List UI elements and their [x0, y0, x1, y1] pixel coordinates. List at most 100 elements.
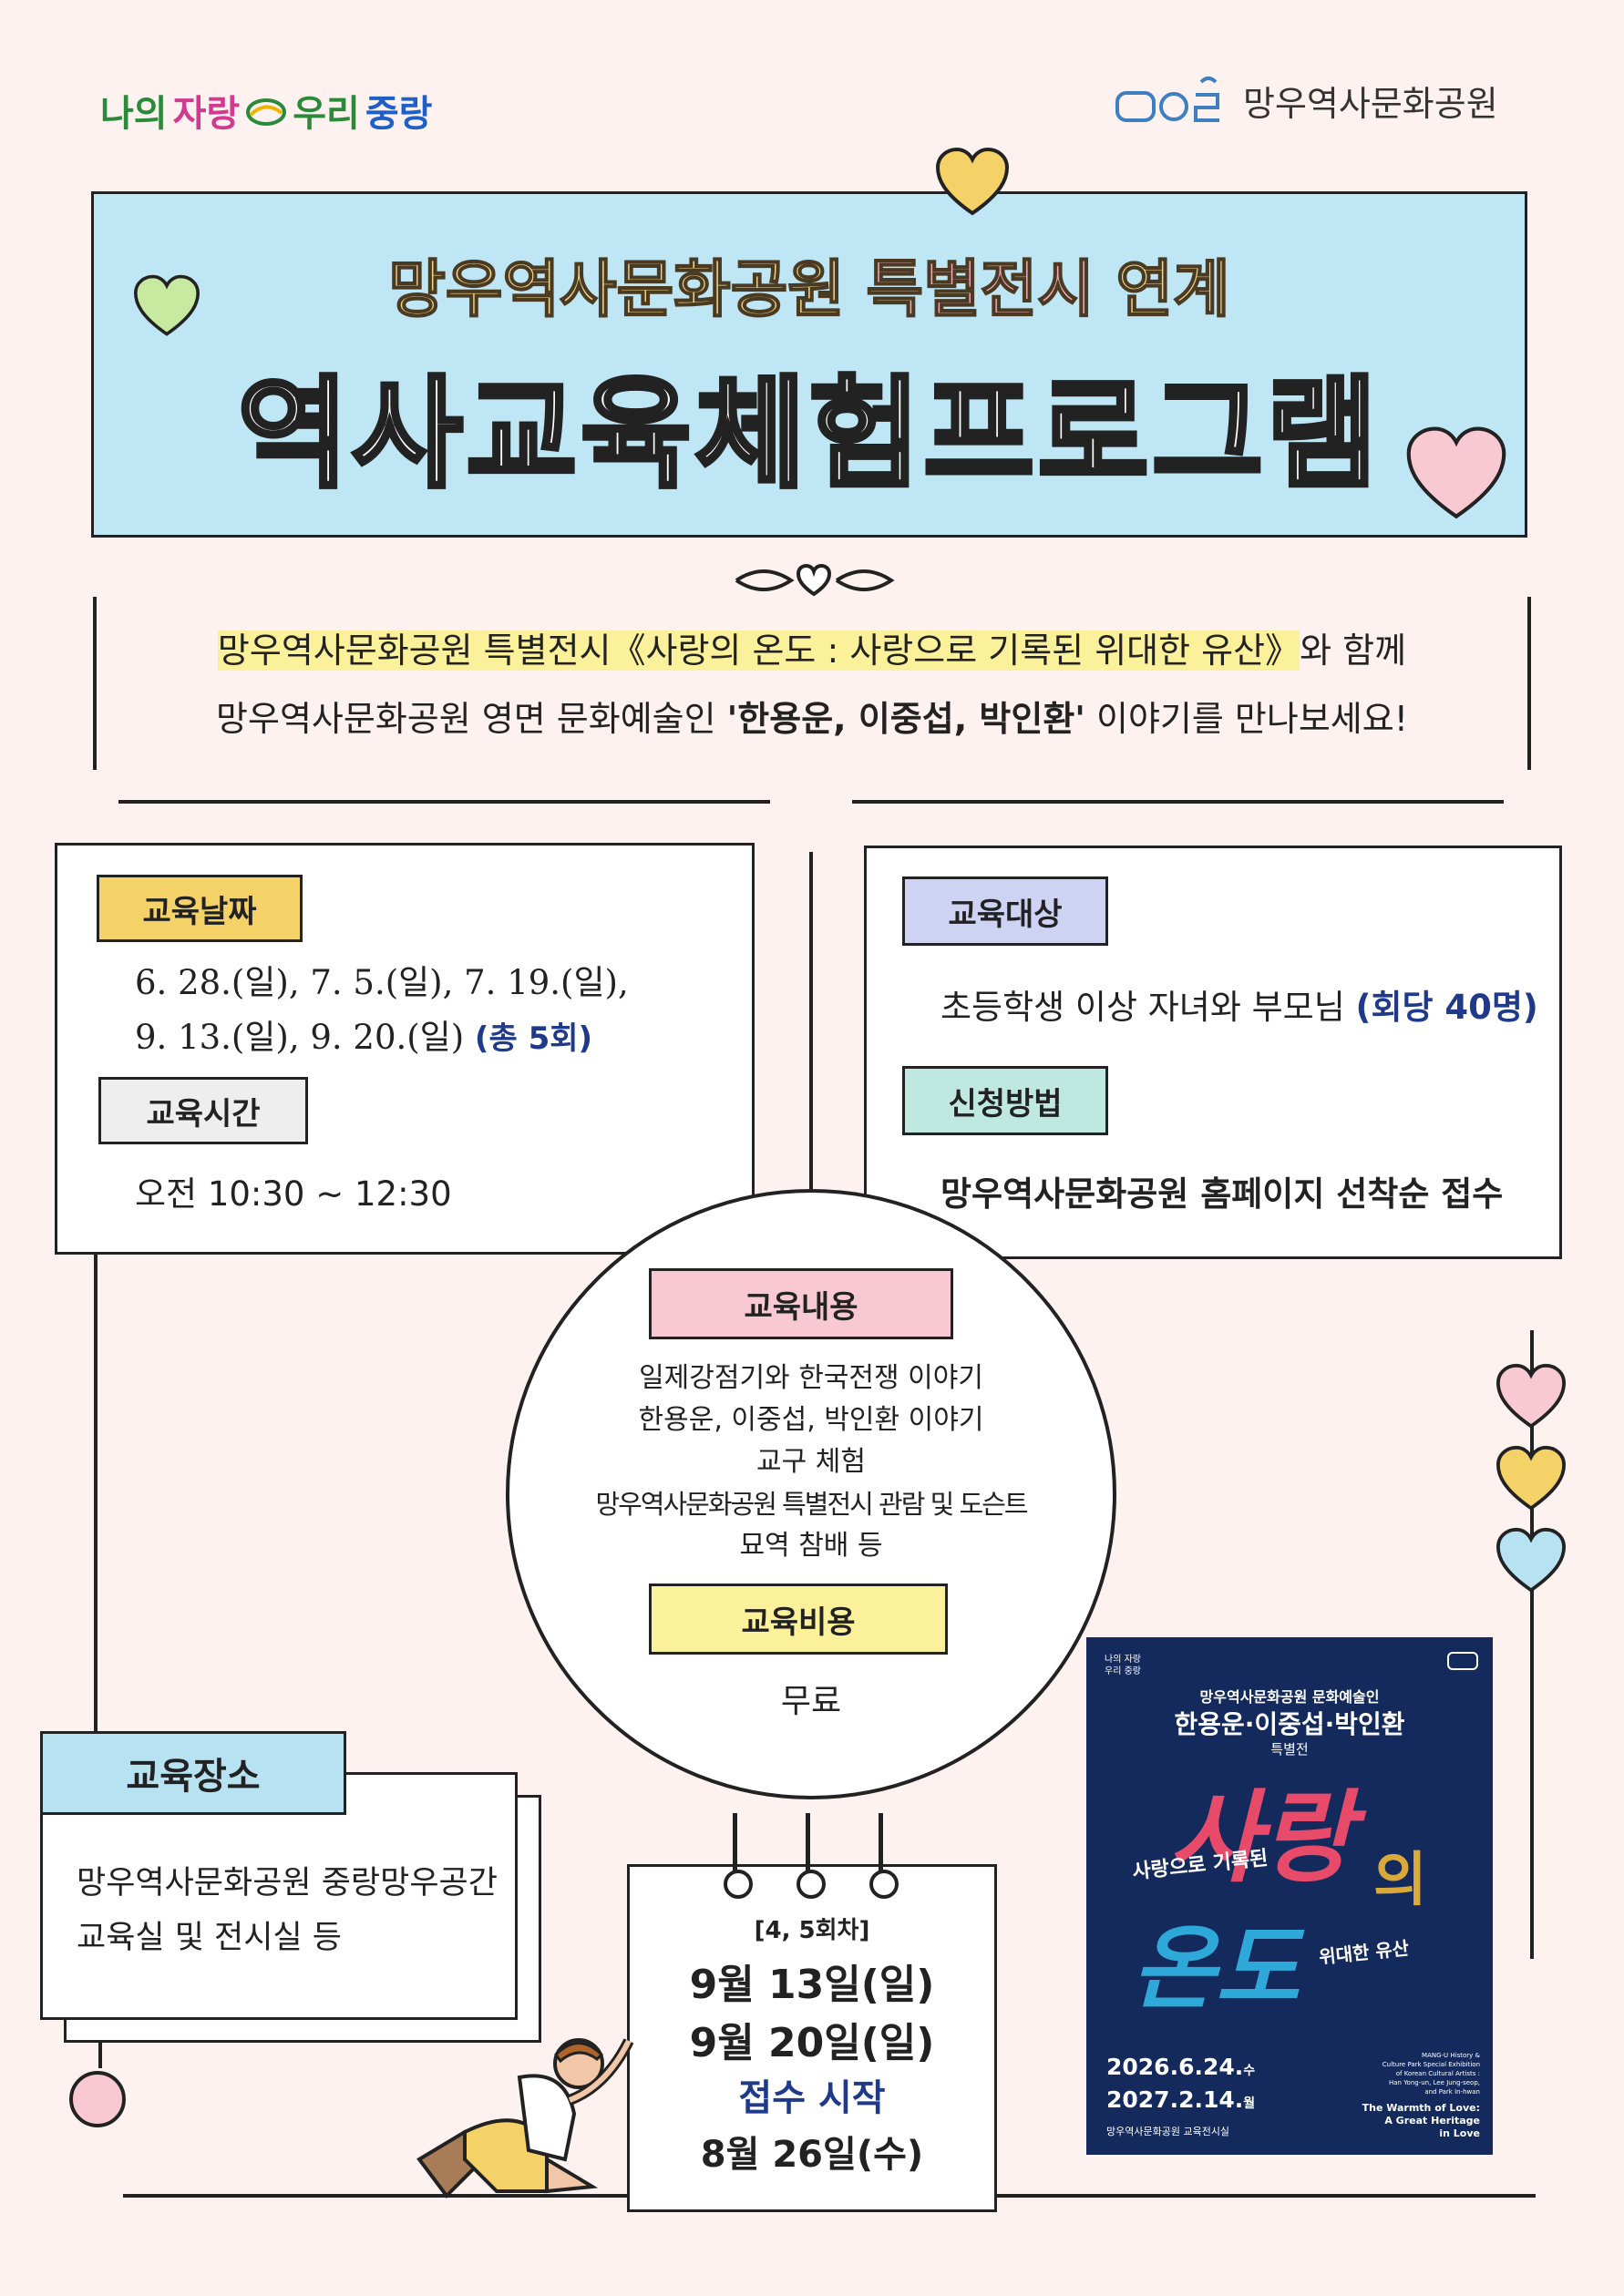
intro-line-2: 망우역사문화공원 영면 문화예술인 '한용운, 이중섭, 박인환' 이야기를 만…: [100, 691, 1524, 741]
calendar-hole: [724, 1870, 753, 1899]
divider-right: [852, 800, 1504, 804]
calendar-hole: [797, 1870, 826, 1899]
calendar-card: [627, 1864, 997, 2212]
intro-right-bar: [1527, 597, 1531, 770]
date-line-1: 6. 28.(일), 7. 5.(일), 7. 19.(일),: [135, 963, 629, 1002]
time-tag: 교육시간: [98, 1077, 308, 1144]
calendar-date-2: 9월 20일(일): [689, 2020, 935, 2066]
heart-pink-right-icon: [1496, 1363, 1567, 1429]
slogan-word-2: 자랑: [172, 93, 241, 135]
calendar-ring: [733, 1813, 737, 1873]
subtitle-post: 연계: [1115, 253, 1230, 327]
vline-center-top: [809, 852, 813, 1189]
intro-line-1: 망우역사문화공원 특별전시《사랑의 온도 : 사랑으로 기록된 위대한 유산》와…: [100, 622, 1524, 672]
poster-en-title-line: The Warmth of Love:: [1362, 2102, 1480, 2114]
poster-en-title-line: in Love: [1439, 2127, 1480, 2139]
date-tag: 교육날짜: [97, 875, 303, 942]
slogan-word-3: 우리: [293, 93, 360, 135]
poster-org: 망우역사문화공원 문화예술인: [1199, 1688, 1380, 1706]
calendar-ring: [806, 1813, 810, 1873]
poster-en-line: of Korean Cultural Artists :: [1395, 2070, 1480, 2077]
heart-pink-icon: [1406, 426, 1506, 519]
poster-en-title-line: A Great Heritage: [1384, 2115, 1480, 2127]
heart-green-icon: [133, 274, 200, 336]
heart-blue-right-icon: [1496, 1527, 1567, 1593]
content-item: 묘역 참배 등: [739, 1530, 883, 1562]
poster-en-line: MANG-U History &: [1422, 2052, 1480, 2059]
person-drawing-icon: [416, 2038, 634, 2199]
title-subtitle: 망우역사문화공원 특별전시 연계: [91, 239, 1527, 329]
date-count: (총 5회): [474, 1020, 593, 1057]
exhibition-poster: 나의 자랑 우리 중랑 망우역사문화공원 문화예술인 한용운·이중섭·박인환 특…: [1086, 1637, 1493, 2155]
park-logo-icon: [1114, 73, 1232, 128]
place-tag: 교육장소: [40, 1731, 346, 1815]
intro-left-bar: [93, 597, 97, 770]
poster-sub-2: 위대한 유산: [1318, 1936, 1411, 1969]
intro-highlight: 망우역사문화공원 특별전시《사랑의 온도 : 사랑으로 기록된 위대한 유산》: [217, 630, 1300, 671]
heart-yellow-right-icon: [1496, 1445, 1567, 1511]
calendar-date-1: 9월 13일(일): [689, 1962, 935, 2008]
place-line-1: 망우역사문화공원 중랑망우공간: [77, 1865, 498, 1901]
poster-en-title: The Warmth of Love: A Great Heritage in …: [1362, 2102, 1480, 2140]
cost-tag: 교육비용: [649, 1584, 948, 1655]
content-item: 일제강점기와 한국전쟁 이야기: [639, 1362, 983, 1394]
cost-value: 무료: [780, 1683, 842, 1720]
vline-left: [94, 1253, 98, 1740]
poster-big-1: 사랑: [1168, 1778, 1353, 1896]
intro-line2-post: 이야기를 만나보세요!: [1084, 699, 1408, 739]
calendar-session: [4, 5회차]: [754, 1917, 870, 1944]
park-logo: 망우역사문화공원: [1114, 73, 1498, 128]
poster-logo-line: 우리 중랑: [1105, 1666, 1141, 1676]
poster-date-1: 2026.6.24.: [1106, 2054, 1244, 2080]
slogan-word-1: 나의: [100, 93, 168, 135]
slogan-word-4: 중랑: [365, 93, 433, 135]
date-line-2: 9. 13.(일), 9. 20.(일) (총 5회): [135, 1010, 592, 1059]
calendar-ring: [879, 1813, 883, 1873]
content-item: 한용운, 이중섭, 박인환 이야기: [638, 1404, 984, 1436]
vline-right: [1530, 1330, 1534, 1959]
poster-en-line: Culture Park Special Exhibition: [1382, 2061, 1480, 2068]
date-list-2: 9. 13.(일), 9. 20.(일): [135, 1018, 465, 1057]
poster-en-line: and Park In-hwan: [1424, 2088, 1480, 2096]
content-list: 일제강점기와 한국전쟁 이야기 한용운, 이중섭, 박인환 이야기 교구 체험 …: [565, 1358, 1057, 1567]
intro-line2-pre: 망우역사문화공원 영면 문화예술인: [216, 699, 727, 739]
poster-date-2: 2027.2.14.: [1106, 2086, 1244, 2113]
slogan-logo: 나의 자랑 우리 중랑: [100, 84, 432, 137]
time-value: 오전 10:30 ~ 12:30: [135, 1174, 452, 1214]
poster-en-small: MANG-U History & Culture Park Special Ex…: [1382, 2051, 1480, 2096]
target-value-line: 초등학생 이상 자녀와 부모님 (회당 40명): [940, 979, 1538, 1029]
poster-small-logo: 나의 자랑 우리 중랑: [1105, 1654, 1141, 1677]
poster-day-1: 수: [1243, 2064, 1256, 2078]
content-item: 교구 체험: [756, 1446, 866, 1478]
content-tag: 교육내용: [649, 1268, 953, 1339]
place-line-2: 교육실 및 전시실 등: [77, 1920, 342, 1956]
poster-park-logo-icon: [1447, 1652, 1478, 1670]
calendar-hole: [869, 1870, 899, 1899]
apply-value: 망우역사문화공원 홈페이지 선착순 접수: [940, 1174, 1504, 1214]
content-item: 망우역사문화공원 특별전시 관람 및 도슨트: [595, 1489, 1028, 1520]
poster-venue: 망우역사문화공원 교육전시실: [1106, 2126, 1230, 2137]
poster-en-line: Han Yong-un, Lee Jung-seop,: [1389, 2079, 1480, 2086]
slogan-leaf-icon: [245, 95, 287, 126]
poster-big-3: 온도: [1132, 1914, 1300, 2022]
divider-left: [118, 800, 770, 804]
title-banner: [91, 191, 1527, 538]
poster-logo-line: 나의 자랑: [1105, 1655, 1141, 1665]
page-title: 역사교육체험프로그램: [235, 363, 1382, 507]
poster-day-2: 월: [1243, 2096, 1256, 2111]
calendar-open-date: 8월 26일(수): [700, 2134, 924, 2176]
park-name: 망우역사문화공원: [1243, 83, 1498, 124]
calendar-open-label: 접수 시작: [738, 2077, 886, 2119]
target-tag: 교육대상: [902, 876, 1108, 946]
intro-artists: '한용운, 이중섭, 박인환': [726, 699, 1085, 739]
subtitle-pre: 망우역사문화공원: [387, 253, 845, 327]
target-capacity: (회당 40명): [1355, 988, 1538, 1027]
pin-pink-icon: [69, 2071, 126, 2127]
intro-line1-post: 와 함께: [1300, 630, 1407, 671]
target-value: 초등학생 이상 자녀와 부모님: [940, 988, 1345, 1027]
apply-tag: 신청방법: [902, 1066, 1108, 1135]
poster-names: 한용운·이중섭·박인환: [1174, 1709, 1405, 1739]
poster-dates: 2026.6.24.수 2027.2.14.월: [1106, 2053, 1255, 2118]
heart-yellow-top-icon: [935, 147, 1010, 216]
ornament-icon: [735, 563, 895, 597]
